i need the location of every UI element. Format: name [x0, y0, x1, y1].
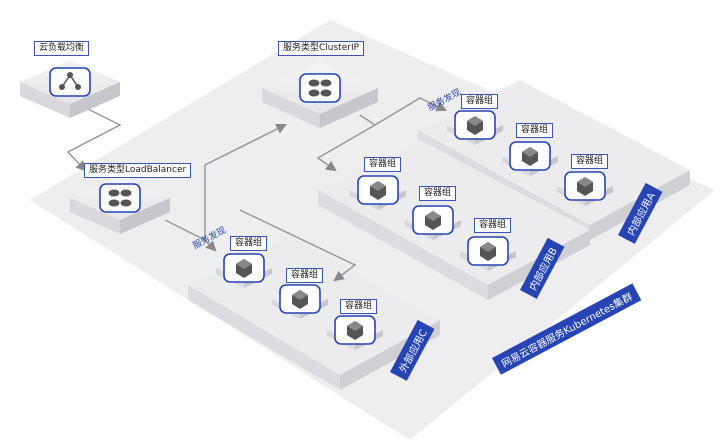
- pod-b3: [460, 236, 516, 271]
- svc-clusterip-node: [262, 62, 378, 128]
- service-icon: [108, 189, 120, 197]
- service-icon: [120, 199, 132, 207]
- pod-c2: [272, 284, 328, 319]
- edge-svclb-to-app-c: [204, 239, 217, 252]
- service-icon-frame: [99, 183, 141, 213]
- container-label: 容器组: [461, 94, 499, 109]
- cloud-lb-label: 云负载均衡: [34, 41, 90, 56]
- pod-a3: [557, 171, 613, 206]
- cloud-lb-node: [20, 60, 120, 118]
- edge-svclb-to-clusterip: [164, 124, 287, 242]
- pod-b1: [350, 175, 406, 210]
- pod-a2: [502, 141, 558, 176]
- container-label: 容器组: [474, 218, 512, 233]
- service-icon-frame: [299, 73, 341, 103]
- service-icon: [308, 89, 320, 97]
- edge-cloudlb-to-svclb: [66, 99, 122, 172]
- service-icon: [320, 79, 332, 87]
- container-label: 容器组: [230, 236, 268, 251]
- container-label: 容器组: [571, 154, 609, 169]
- edge-clusterip-to-app-c: [239, 209, 357, 282]
- service-icon: [308, 79, 320, 87]
- container-label: 容器组: [340, 299, 378, 314]
- container-label: 容器组: [419, 186, 457, 201]
- edge-clusterip-to-app-b: [316, 114, 377, 172]
- service-icon: [320, 89, 332, 97]
- pod-a1: [447, 110, 503, 145]
- pod-c1: [216, 253, 272, 288]
- pod-c3: [327, 315, 383, 350]
- edge-clusterip-to-app-a: [374, 97, 447, 126]
- service-icon: [120, 189, 132, 197]
- container-label: 容器组: [364, 157, 402, 172]
- svc-loadbalancer-label: 服务类型LoadBalancer: [84, 163, 192, 178]
- pod-b2: [405, 205, 461, 240]
- svc-clusterip-label: 服务类型ClusterIP: [278, 41, 365, 56]
- container-label: 容器组: [516, 123, 554, 138]
- container-label: 容器组: [286, 268, 324, 283]
- service-icon: [108, 199, 120, 207]
- svc-loadbalancer-node: [70, 176, 170, 234]
